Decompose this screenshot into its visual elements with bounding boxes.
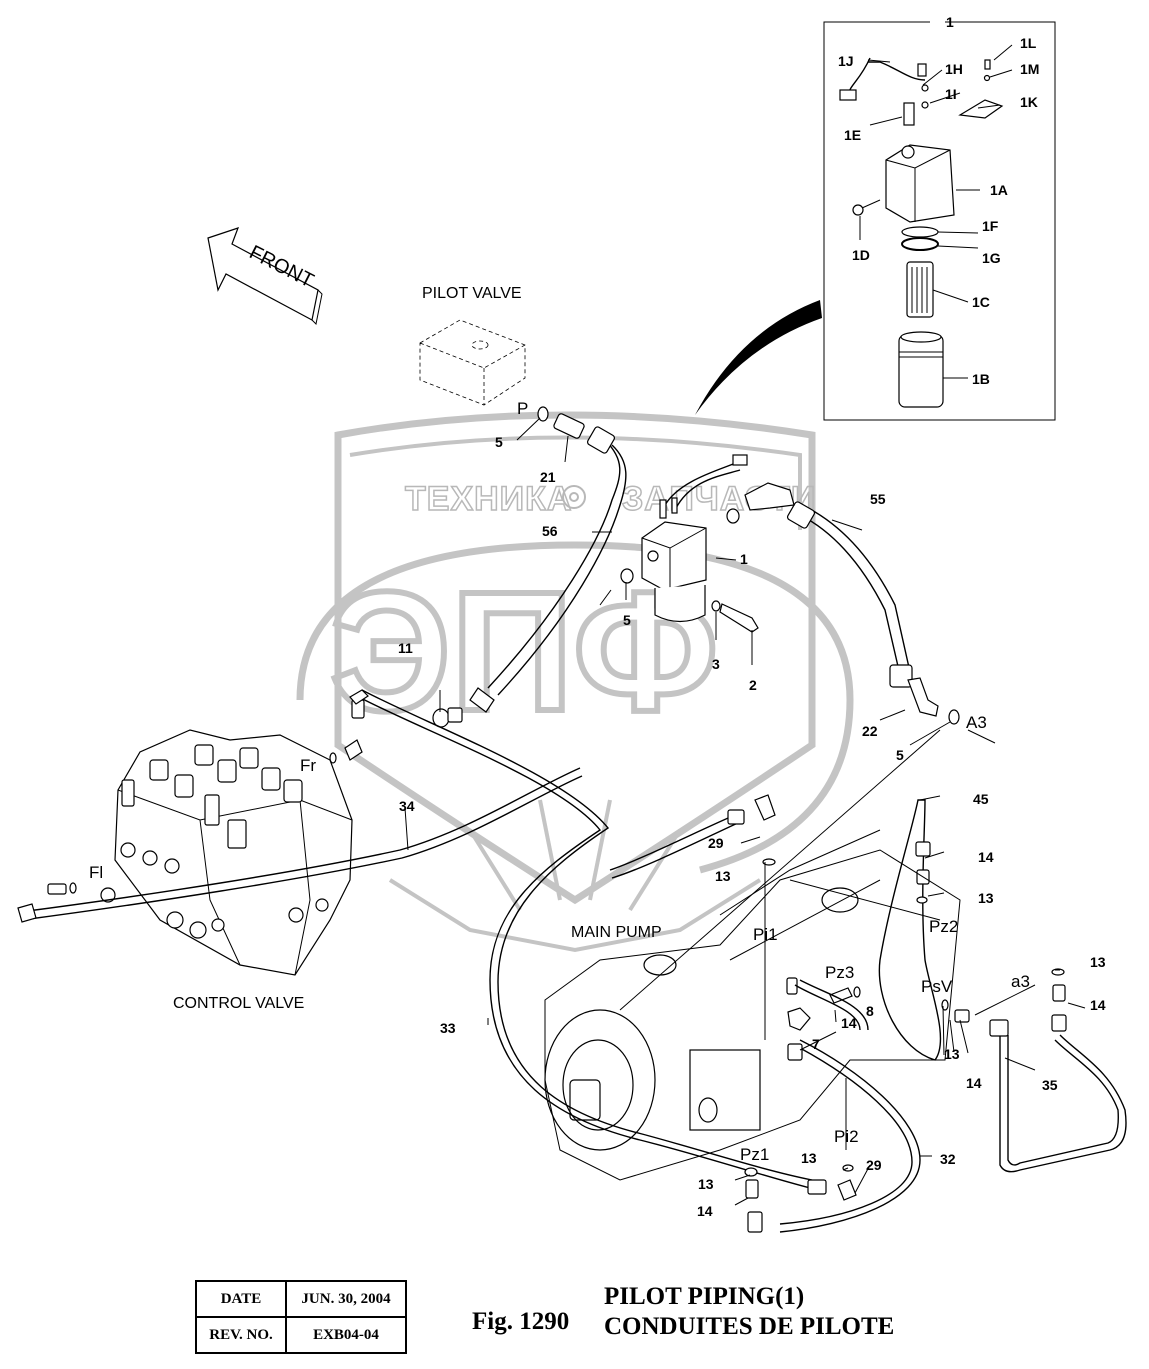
port-P: P <box>517 399 528 418</box>
callout-13: 13 <box>944 1046 960 1062</box>
leader-lines <box>404 417 1086 1206</box>
control-valve-label: CONTROL VALVE <box>173 995 304 1012</box>
callout-1B: 1B <box>972 371 990 387</box>
pilot-valve-label: PILOT VALVE <box>422 285 522 302</box>
watermark-text-left: ТЕХНИКА <box>405 480 572 518</box>
port-Pz1: Pz1 <box>740 1145 769 1164</box>
figure-title-fr: CONDUITES DE PILOTE <box>604 1313 895 1340</box>
watermark-logo: ЭПФ <box>330 557 718 747</box>
detail-box-1: 1 1J 1H 1L 1M 1I 1K 1E <box>823 14 1056 421</box>
callout-13: 13 <box>698 1176 714 1192</box>
port-Fr: Fr <box>300 756 316 775</box>
callout-22: 22 <box>862 723 878 739</box>
callout-5: 5 <box>623 612 631 628</box>
callout-32: 32 <box>940 1151 956 1167</box>
callout-55: 55 <box>870 491 886 507</box>
gear-icon <box>562 485 586 509</box>
figure-title-en: PILOT PIPING(1) <box>604 1283 805 1310</box>
callout-21: 21 <box>540 469 556 485</box>
hose-32 <box>609 794 921 1233</box>
port-Pz3: Pz3 <box>825 963 854 982</box>
callout-1-detail: 1 <box>946 14 954 30</box>
callout-29: 29 <box>866 1157 882 1173</box>
callout-5: 5 <box>495 434 503 450</box>
hose-34 <box>17 739 583 923</box>
callout-1M: 1M <box>1020 61 1039 77</box>
callout-1C: 1C <box>972 294 990 310</box>
callout-14: 14 <box>966 1075 982 1091</box>
callout-1I: 1I <box>945 86 957 102</box>
port-labels: P Fr Fl A3 Pi1 Pi2 Pz1 Pz2 Pz3 PsV a3 <box>89 399 1030 1164</box>
callout-7: 7 <box>812 1036 820 1052</box>
callout-45: 45 <box>973 791 989 807</box>
port-PsV: PsV <box>921 977 953 996</box>
port-a3: a3 <box>1011 972 1030 991</box>
callout-13: 13 <box>1090 954 1106 970</box>
callout-1J: 1J <box>838 53 854 69</box>
port-Pi1: Pi1 <box>753 925 778 944</box>
pilot-filter-assembly <box>641 454 759 633</box>
callout-3: 3 <box>712 656 720 672</box>
hose-56 <box>432 406 634 728</box>
callout-1H: 1H <box>945 61 963 77</box>
callout-1F: 1F <box>982 218 999 234</box>
callout-numbers: 5 21 56 1 55 5 11 3 2 22 5 34 45 29 13 1… <box>398 434 1106 1219</box>
callout-13: 13 <box>715 868 731 884</box>
port-Pi2: Pi2 <box>834 1127 859 1146</box>
callout-14: 14 <box>978 849 994 865</box>
hose-55 <box>744 482 960 725</box>
callout-1E: 1E <box>844 127 861 143</box>
port-A3: A3 <box>966 713 987 732</box>
control-valve: CONTROL VALVE <box>100 729 353 1012</box>
title-block: DATE JUN. 30, 2004 REV. NO. EXB04-04 <box>195 1280 407 1354</box>
port-Fl: Fl <box>89 863 103 882</box>
callout-5: 5 <box>896 747 904 763</box>
main-pump-label: MAIN PUMP <box>571 924 662 941</box>
rev-value: EXB04-04 <box>285 1316 407 1354</box>
detail-pointer <box>695 300 822 415</box>
callout-14: 14 <box>841 1015 857 1031</box>
callout-34: 34 <box>399 798 415 814</box>
watermark: ТЕХНИКА ЗАПЧАСТИ ЭПФ <box>296 411 854 953</box>
valve-ports <box>100 842 329 939</box>
front-arrow: FRONT <box>207 227 323 326</box>
hose-33 <box>349 689 827 1195</box>
callout-1G: 1G <box>982 250 1001 266</box>
callout-13: 13 <box>801 1150 817 1166</box>
callout-35: 35 <box>1042 1077 1058 1093</box>
callout-8: 8 <box>866 1003 874 1019</box>
date-label: DATE <box>195 1280 287 1318</box>
callout-29: 29 <box>708 835 724 851</box>
callout-14: 14 <box>697 1203 713 1219</box>
callout-1K: 1K <box>1020 94 1038 110</box>
callout-11: 11 <box>398 640 413 656</box>
spool-caps <box>121 744 303 849</box>
callout-56: 56 <box>542 523 558 539</box>
callout-1A: 1A <box>990 182 1008 198</box>
callout-1: 1 <box>740 551 748 567</box>
callout-33: 33 <box>440 1020 456 1036</box>
hose-35 <box>941 968 1127 1173</box>
callout-14: 14 <box>1090 997 1106 1013</box>
callout-13: 13 <box>978 890 994 906</box>
figure-number: Fig. 1290 <box>472 1308 570 1335</box>
port-Pz2: Pz2 <box>929 917 958 936</box>
callout-1D: 1D <box>852 247 870 263</box>
rev-label: REV. NO. <box>195 1316 287 1354</box>
callout-2: 2 <box>749 677 757 693</box>
pilot-valve: PILOT VALVE <box>419 285 526 406</box>
date-value: JUN. 30, 2004 <box>285 1280 407 1318</box>
callout-1L: 1L <box>1020 35 1037 51</box>
figure-title: PILOT PIPING(1) CONDUITES DE PILOTE <box>604 1282 894 1342</box>
